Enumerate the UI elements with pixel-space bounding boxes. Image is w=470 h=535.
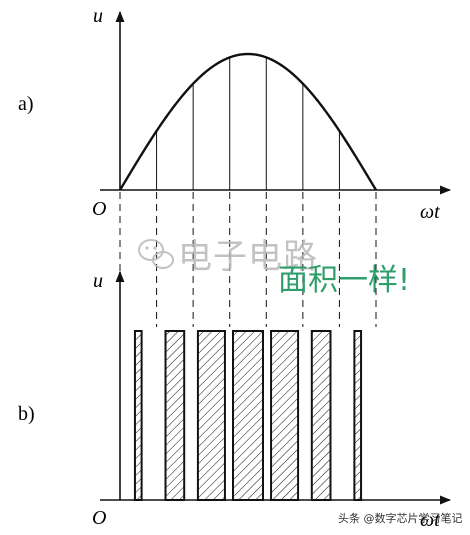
panel-a-x-axis-label: ωt [420, 201, 440, 223]
pwm-pulse [270, 330, 300, 501]
panel-b-x-axis-label: ωt [420, 509, 440, 531]
pwm-pulses [133, 330, 363, 501]
sine-half-wave [118, 52, 378, 191]
pwm-pulse [133, 330, 143, 501]
panel-b: b) u O ωt [18, 270, 452, 531]
credit-text: 头条 @数字芯片学习笔记 [338, 511, 463, 525]
pwm-pulse [310, 330, 332, 501]
watermark: 电子电路 [138, 237, 318, 277]
panel-a-label: a) [18, 93, 34, 115]
panel-b-label: b) [18, 403, 35, 425]
watermark-text: 电子电路 [178, 237, 318, 277]
pwm-pulse [353, 330, 363, 501]
wechat-icon [138, 239, 174, 269]
pwm-pulse [196, 330, 226, 501]
pwm-pulse [232, 330, 264, 501]
segment-dividers [156, 57, 340, 190]
pwm-pulse [164, 330, 186, 501]
panel-a-origin-label: O [92, 198, 106, 220]
panel-a-y-axis-label: u [93, 5, 103, 27]
annotation-equal-area: 面积一样! [278, 263, 410, 298]
panel-b-y-axis-label: u [93, 270, 103, 292]
panel-b-origin-label: O [92, 507, 106, 529]
panel-a: a) u O ωt [18, 5, 452, 223]
